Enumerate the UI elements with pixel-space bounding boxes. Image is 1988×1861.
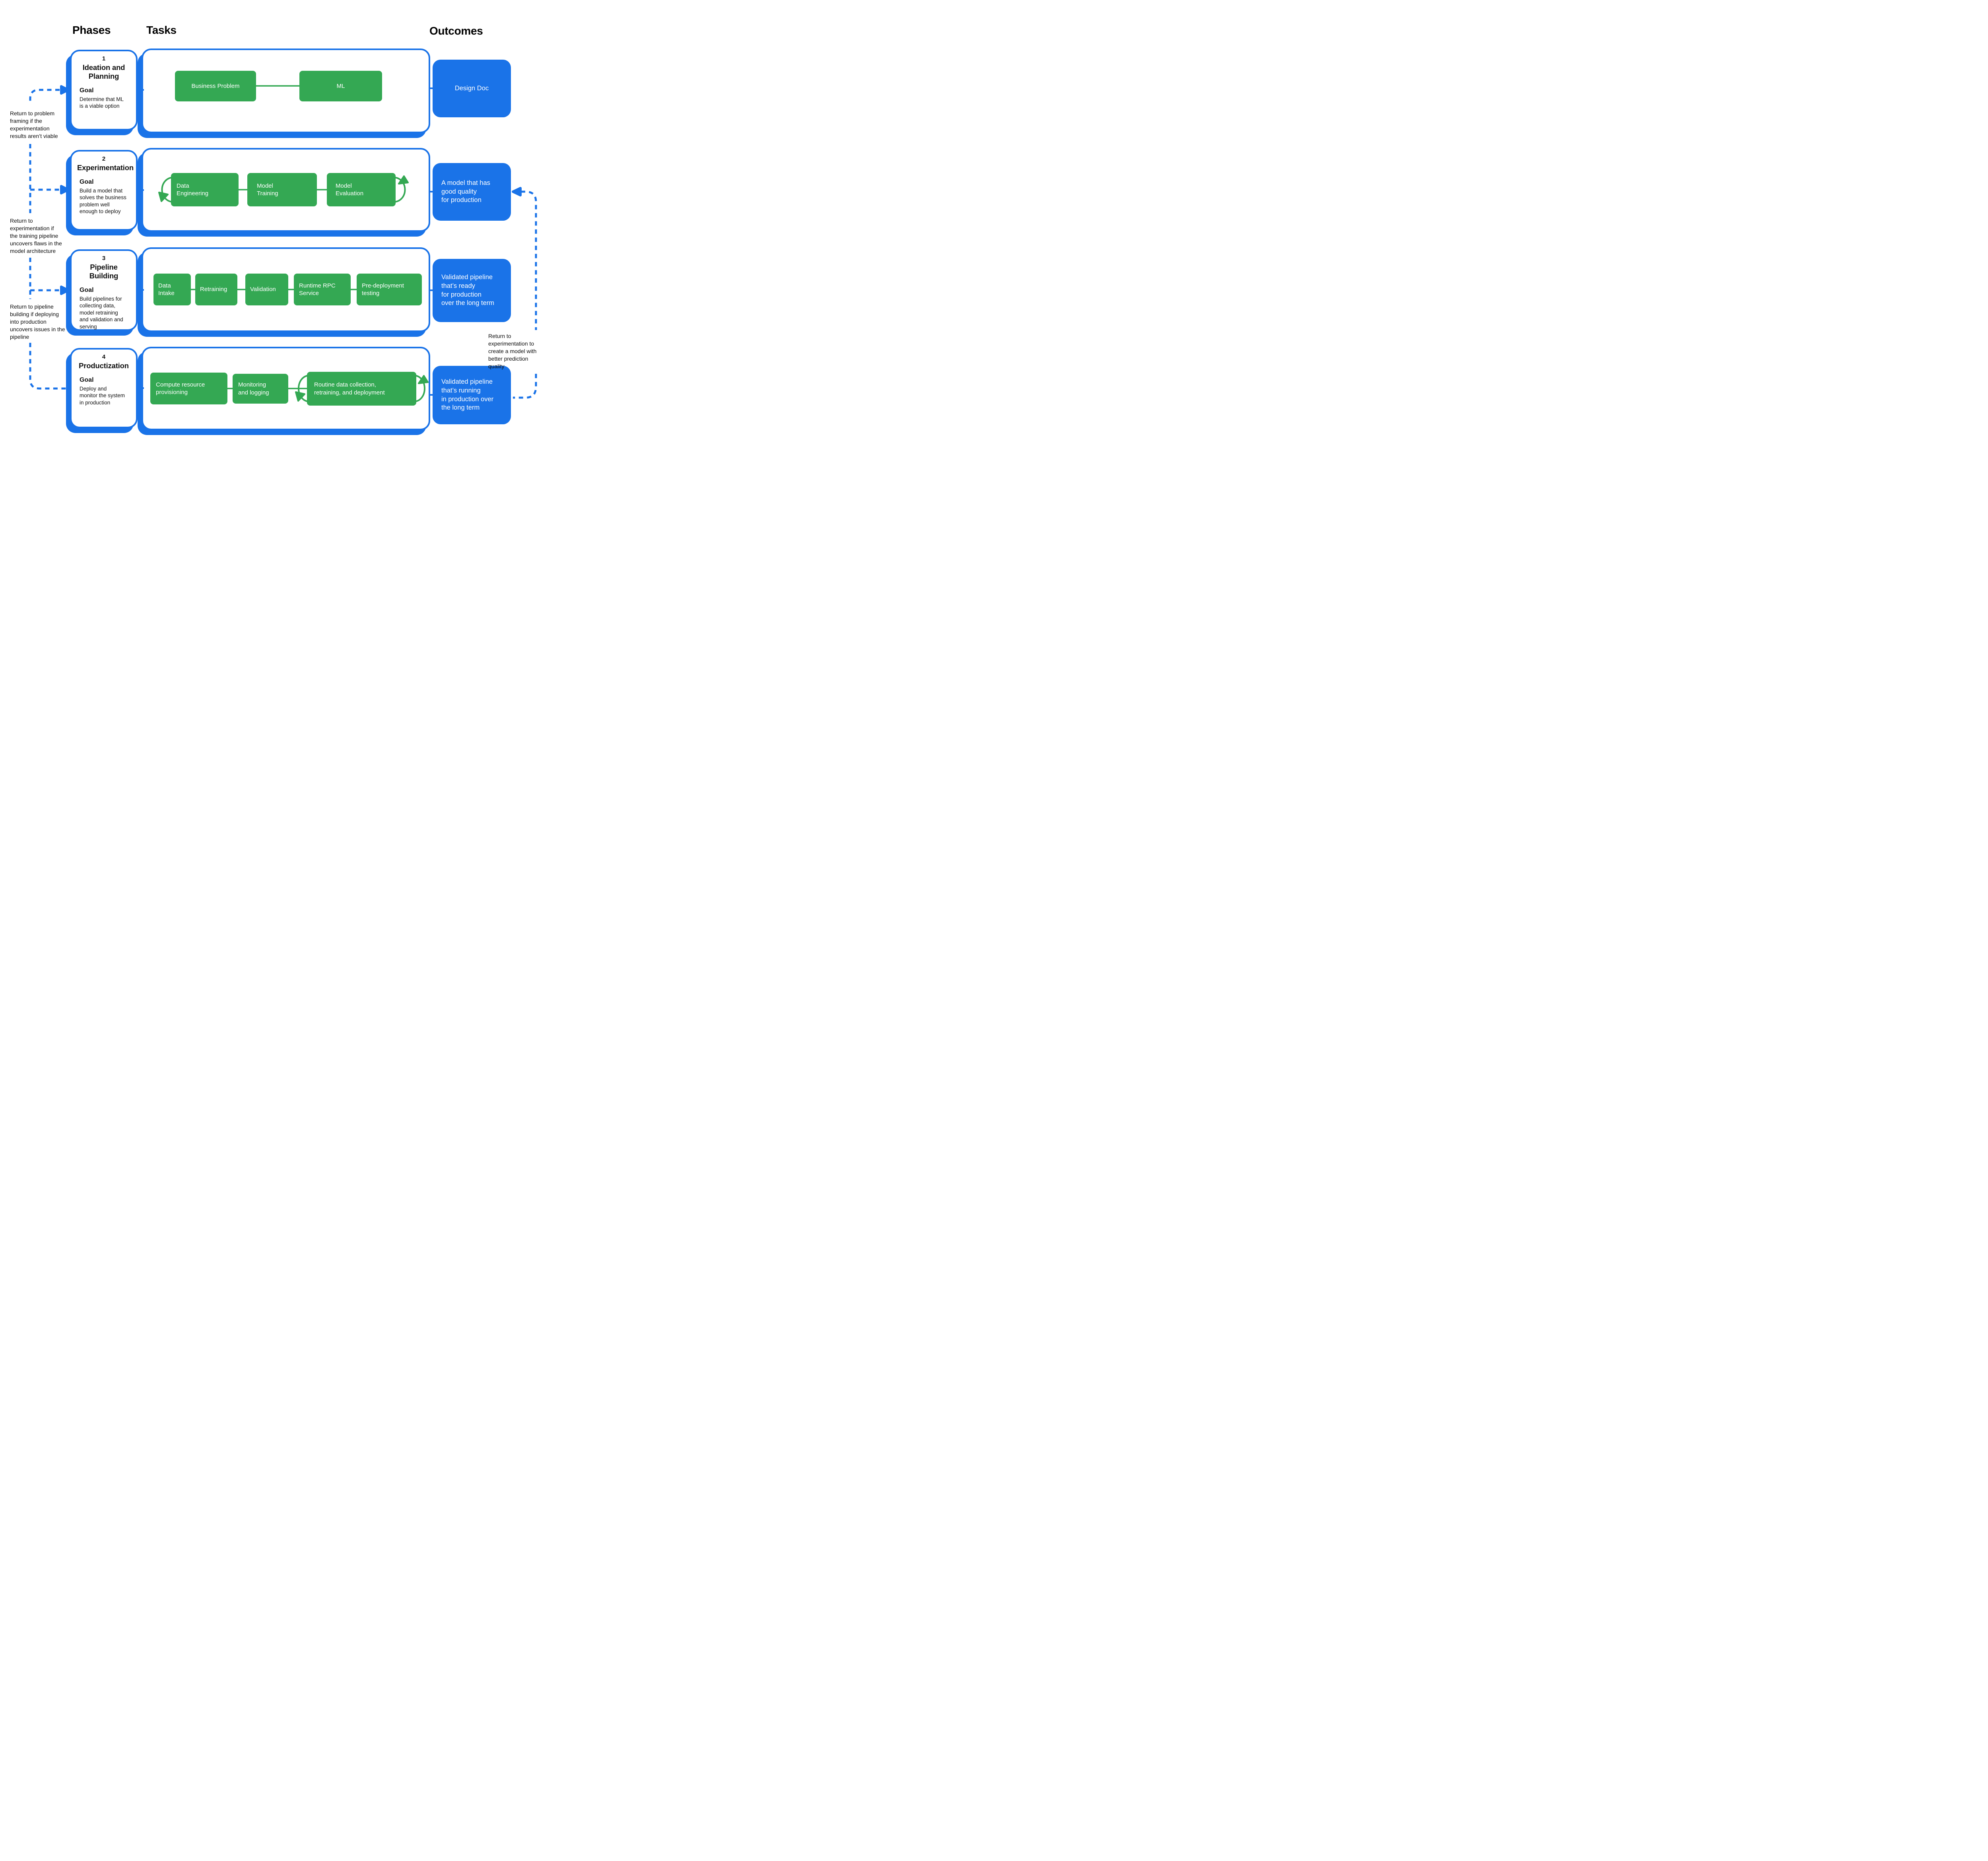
phases-header: Phases bbox=[72, 24, 111, 36]
goal-text: Determine that ML is a viable option bbox=[80, 96, 124, 109]
tasks-header: Tasks bbox=[146, 24, 177, 36]
task-compute-resource-provisioning: Compute resource provisioning bbox=[150, 373, 227, 404]
task-monitoring-and-logging: Monitoring and logging bbox=[233, 374, 288, 404]
phase-card-experimentation: 2 Experimentation Goal Build a model tha… bbox=[70, 150, 138, 231]
phase-title: Experimentation bbox=[77, 163, 134, 172]
task-business-problem: Business Problem bbox=[175, 71, 256, 101]
annotation-return-experimentation: Return to experimentation if the trainin… bbox=[10, 218, 62, 254]
return-arrow-to-experimentation-icon bbox=[60, 185, 70, 194]
outcome-pipeline-running: Validated pipeline that’s running in pro… bbox=[433, 366, 511, 424]
return-arrow-to-pipeline-icon bbox=[60, 286, 70, 295]
annotation-return-better-prediction: Return to experimentation to create a mo… bbox=[488, 333, 537, 369]
phase-card-ideation: 1 Ideation and Planning Goal Determine t… bbox=[70, 50, 138, 130]
phase-number: 1 bbox=[102, 55, 106, 62]
phase-card-pipeline-building: 3 Pipeline Building Goal Build pipelines… bbox=[70, 249, 138, 331]
annotation-return-pipeline-building: Return to pipeline building if deploying… bbox=[10, 303, 65, 340]
outcomes-header: Outcomes bbox=[429, 25, 483, 37]
goal-label: Goal bbox=[80, 87, 94, 94]
goal-text: Deploy and monitor the system in product… bbox=[80, 385, 125, 406]
outcome-model-good-quality: A model that has good quality for produc… bbox=[433, 163, 511, 221]
task-validation: Validation bbox=[245, 274, 288, 305]
outcome-design-doc: Design Doc bbox=[433, 60, 511, 117]
phase-number: 4 bbox=[102, 354, 106, 360]
annotation-return-problem-framing: Return to problem framing if the experim… bbox=[10, 110, 58, 139]
goal-label: Goal bbox=[80, 178, 94, 185]
return-arrow-to-model-icon bbox=[512, 187, 522, 196]
task-retraining: Retraining bbox=[195, 274, 237, 305]
task-data-engineering: Data Engineering bbox=[171, 173, 239, 206]
goal-text: Build pipelines for collecting data, mod… bbox=[80, 295, 123, 330]
task-runtime-rpc-service: Runtime RPC Service bbox=[294, 274, 351, 305]
phase-title: Ideation and Planning bbox=[82, 63, 125, 80]
goal-text: Build a model that solves the business p… bbox=[80, 187, 126, 215]
task-routine-data-collection: Routine data collection, retraining, and… bbox=[307, 372, 416, 406]
phase-card-productization: 4 Productization Goal Deploy and monitor… bbox=[70, 348, 138, 428]
phase-number: 3 bbox=[102, 255, 106, 262]
ml-workflow-diagram: Phases Tasks Outcomes 1 Ideation and Pla… bbox=[0, 0, 564, 465]
goal-label: Goal bbox=[80, 376, 94, 383]
task-model-evaluation: Model Evaluation bbox=[327, 173, 396, 206]
goal-label: Goal bbox=[80, 286, 94, 293]
outcome-pipeline-ready: Validated pipeline that’s ready for prod… bbox=[433, 259, 511, 322]
return-arrow-to-ideation-icon bbox=[60, 85, 70, 95]
task-model-training: Model Training bbox=[247, 173, 317, 206]
phase-number: 2 bbox=[102, 155, 106, 162]
phase-title: Productization bbox=[79, 361, 129, 370]
task-pre-deployment-testing: Pre-deployment testing bbox=[357, 274, 422, 305]
phase-title: Pipeline Building bbox=[89, 263, 118, 280]
task-ml: ML bbox=[299, 71, 382, 101]
task-data-intake: Data Intake bbox=[153, 274, 191, 305]
